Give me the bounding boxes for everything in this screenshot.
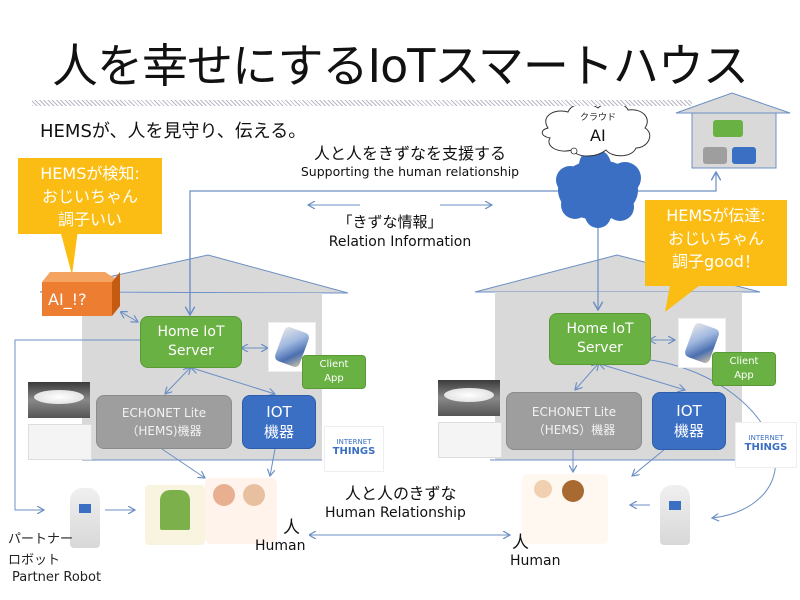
left-echonet-line1: ECHONET Lite — [121, 406, 207, 420]
right-human-jp: 人 — [512, 533, 529, 553]
left-echonet-line2: （HEMS)機器 — [126, 424, 202, 438]
right-bubble-line1: HEMSが伝達: — [666, 206, 766, 225]
mother-child-cooking-image — [522, 474, 608, 544]
right-status-bubble: HEMSが伝達: おじいちゃん 調子good！ — [645, 200, 787, 286]
robot-label-jp-1: パートナー — [8, 532, 74, 547]
ai-box-shape — [42, 272, 120, 316]
left-iot-image-line2: THINGS — [332, 446, 376, 457]
left-human-jp: 人 — [283, 518, 300, 538]
left-iot-line1: IOT — [266, 403, 292, 421]
cloud-label-small: クラウド — [580, 113, 617, 123]
support-label-jp: 人と人をきずなを支援する — [313, 144, 506, 163]
left-human-en: Human — [255, 538, 306, 554]
right-echonet-line2: （HEMS）機器 — [532, 423, 616, 437]
left-client-line1: Client — [319, 359, 349, 370]
right-robot-image — [660, 485, 690, 545]
right-client-line1: Client — [729, 356, 759, 367]
left-client-app[interactable]: Client App — [302, 355, 366, 389]
relationship-en: Human Relationship — [325, 505, 466, 521]
right-bubble-tail — [665, 285, 700, 312]
network-cloud-icon — [556, 149, 641, 228]
right-bubble-line2: おじいちゃん — [667, 229, 764, 248]
left-iot-devices[interactable]: IOT 機器 — [242, 395, 316, 449]
right-echonet-line1: ECHONET Lite — [531, 405, 617, 419]
ai-box-label: AI_!? — [48, 290, 87, 309]
right-iot-line1: IOT — [676, 402, 702, 420]
left-air-conditioner-image — [28, 424, 92, 460]
kizuna-info-jp: 「きずな情報」 — [337, 213, 443, 231]
left-ceiling-light-image — [28, 382, 90, 418]
caregiver-elderly-image — [205, 478, 277, 544]
small-house-shape — [675, 92, 791, 169]
right-client-line2: App — [734, 370, 754, 381]
support-label-en: Supporting the human relationship — [300, 164, 520, 179]
kizuna-info-en: Relation Information — [328, 234, 472, 250]
left-iot-image-line1: INTERNET — [336, 438, 372, 446]
left-iot-things-image: INTERNET THINGS — [324, 426, 384, 472]
left-bubble-line2: おじいちゃん — [41, 187, 138, 206]
elderly-man-wheelchair-image — [145, 485, 205, 545]
right-echonet-devices[interactable]: ECHONET Lite （HEMS）機器 — [506, 392, 642, 450]
left-bubble-line1: HEMSが検知: — [40, 164, 140, 183]
left-server-line1: Home IoT — [157, 324, 225, 340]
left-robot-image — [70, 488, 100, 548]
right-human-en: Human — [510, 553, 561, 569]
title-divider — [32, 100, 692, 106]
right-iot-image-line2: THINGS — [744, 442, 788, 453]
right-bubble-line3: 調子good！ — [672, 252, 760, 271]
robot-label-en: Partner Robot — [12, 570, 102, 585]
cloud-ai-label: AI — [590, 126, 606, 145]
left-bubble-line3: 調子いい — [57, 210, 122, 229]
left-status-bubble: HEMSが検知: おじいちゃん 調子いい — [18, 158, 162, 234]
right-server-line1: Home IoT — [566, 321, 634, 337]
right-iot-devices[interactable]: IOT 機器 — [652, 392, 726, 450]
right-iot-things-image: INTERNET THINGS — [735, 422, 797, 468]
left-iot-line2: 機器 — [263, 423, 294, 441]
right-client-app[interactable]: Client App — [712, 352, 776, 386]
right-iot-image-line1: INTERNET — [748, 434, 784, 442]
left-bubble-tail — [60, 230, 78, 275]
page-title: 人を幸せにするIoTスマートハウス — [52, 39, 749, 93]
robot-label-jp-2: ロボット — [8, 553, 61, 568]
left-home-iot-server[interactable]: Home IoT Server — [140, 316, 242, 368]
right-home-iot-server[interactable]: Home IoT Server — [549, 313, 651, 365]
right-iot-line2: 機器 — [673, 422, 704, 440]
subtitle: HEMSが、人を見守り、伝える。 — [40, 121, 307, 142]
right-air-conditioner-image — [438, 422, 502, 458]
relationship-jp: 人と人のきずな — [345, 484, 457, 503]
right-server-line2: Server — [577, 340, 623, 356]
left-server-line2: Server — [168, 343, 214, 359]
left-client-line2: App — [324, 373, 344, 384]
right-ceiling-light-image — [438, 380, 500, 416]
left-echonet-devices[interactable]: ECHONET Lite （HEMS)機器 — [96, 395, 232, 449]
